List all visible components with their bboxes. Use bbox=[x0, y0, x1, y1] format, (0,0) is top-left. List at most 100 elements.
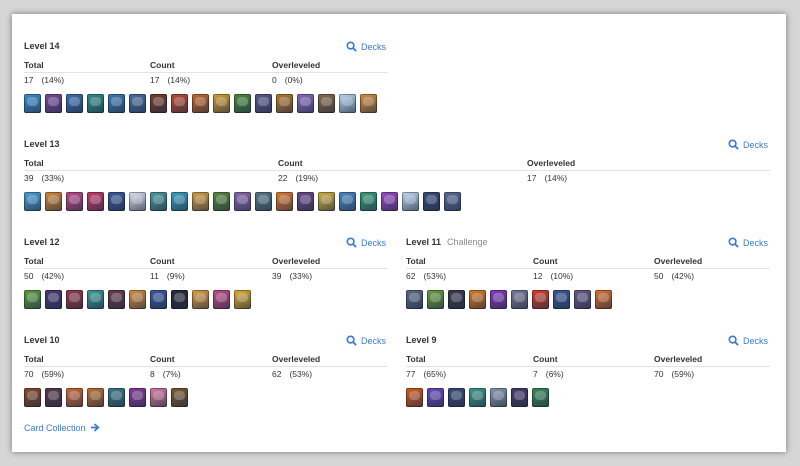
card-thumbnail[interactable] bbox=[448, 290, 465, 309]
card-thumbnail[interactable] bbox=[276, 94, 293, 113]
decks-link[interactable]: Decks bbox=[728, 335, 768, 346]
card-thumbnail[interactable] bbox=[511, 290, 528, 309]
card-thumbnail[interactable] bbox=[381, 192, 398, 211]
total-header: Total bbox=[24, 158, 44, 168]
count-header: Count bbox=[150, 354, 175, 364]
card-thumbnail[interactable] bbox=[360, 94, 377, 113]
card-thumbnail[interactable] bbox=[360, 192, 377, 211]
card-thumbnail[interactable] bbox=[234, 192, 251, 211]
card-thumbnail[interactable] bbox=[423, 192, 440, 211]
decks-link[interactable]: Decks bbox=[346, 335, 386, 346]
card-thumbnail[interactable] bbox=[532, 388, 549, 407]
card-thumbnail[interactable] bbox=[87, 388, 104, 407]
card-thumbnail[interactable] bbox=[87, 290, 104, 309]
card-thumbnail[interactable] bbox=[427, 388, 444, 407]
card-thumbnail[interactable] bbox=[45, 388, 62, 407]
decks-link[interactable]: Decks bbox=[346, 41, 386, 52]
card-thumbnail[interactable] bbox=[171, 388, 188, 407]
card-thumbnail[interactable] bbox=[276, 192, 293, 211]
card-thumbnail[interactable] bbox=[108, 290, 125, 309]
total-header: Total bbox=[406, 354, 426, 364]
card-thumbnail[interactable] bbox=[490, 388, 507, 407]
card-thumbnail[interactable] bbox=[171, 290, 188, 309]
total-value: 62(53%) bbox=[406, 271, 447, 281]
search-icon bbox=[346, 41, 357, 52]
total-value: 77(65%) bbox=[406, 369, 447, 379]
card-thumbnail[interactable] bbox=[129, 388, 146, 407]
card-thumbnail[interactable] bbox=[87, 192, 104, 211]
overleveled-header: Overleveled bbox=[654, 256, 703, 266]
card-thumbnail[interactable] bbox=[213, 290, 230, 309]
card-thumbnail[interactable] bbox=[490, 290, 507, 309]
decks-link[interactable]: Decks bbox=[728, 237, 768, 248]
card-thumbnail[interactable] bbox=[532, 290, 549, 309]
card-thumbnail[interactable] bbox=[297, 192, 314, 211]
card-thumbnail[interactable] bbox=[192, 290, 209, 309]
card-thumbnail[interactable] bbox=[469, 290, 486, 309]
arrow-right-icon bbox=[91, 423, 100, 432]
card-thumbnail[interactable] bbox=[511, 388, 528, 407]
card-thumbnail[interactable] bbox=[87, 94, 104, 113]
card-thumbnail[interactable] bbox=[171, 94, 188, 113]
card-thumbnail[interactable] bbox=[255, 94, 272, 113]
card-thumbnail[interactable] bbox=[339, 94, 356, 113]
card-row bbox=[24, 388, 188, 407]
card-thumbnail[interactable] bbox=[234, 94, 251, 113]
card-thumbnail[interactable] bbox=[213, 94, 230, 113]
card-thumbnail[interactable] bbox=[66, 388, 83, 407]
card-thumbnail[interactable] bbox=[255, 192, 272, 211]
card-thumbnail[interactable] bbox=[129, 94, 146, 113]
card-thumbnail[interactable] bbox=[45, 192, 62, 211]
card-thumbnail[interactable] bbox=[406, 290, 423, 309]
card-thumbnail[interactable] bbox=[402, 192, 419, 211]
card-thumbnail[interactable] bbox=[192, 192, 209, 211]
card-collection-link[interactable]: Card Collection bbox=[24, 423, 100, 433]
card-thumbnail[interactable] bbox=[108, 192, 125, 211]
card-thumbnail[interactable] bbox=[24, 388, 41, 407]
card-thumbnail[interactable] bbox=[192, 94, 209, 113]
card-thumbnail[interactable] bbox=[66, 290, 83, 309]
card-thumbnail[interactable] bbox=[108, 94, 125, 113]
player-cards-panel: Level 14 Decks Total Count Overleveled 1… bbox=[12, 14, 786, 452]
card-thumbnail[interactable] bbox=[595, 290, 612, 309]
decks-link[interactable]: Decks bbox=[728, 139, 768, 150]
card-thumbnail[interactable] bbox=[234, 290, 251, 309]
card-thumbnail[interactable] bbox=[45, 290, 62, 309]
section-title: Level 14 bbox=[24, 41, 60, 51]
card-thumbnail[interactable] bbox=[150, 192, 167, 211]
card-row bbox=[406, 388, 549, 407]
card-thumbnail[interactable] bbox=[406, 388, 423, 407]
decks-link[interactable]: Decks bbox=[346, 237, 386, 248]
level-13-section: Level 13 Decks Total Count Overleveled 3… bbox=[24, 139, 770, 225]
overleveled-header: Overleveled bbox=[272, 354, 321, 364]
card-thumbnail[interactable] bbox=[574, 290, 591, 309]
card-thumbnail[interactable] bbox=[129, 192, 146, 211]
card-thumbnail[interactable] bbox=[553, 290, 570, 309]
card-thumbnail[interactable] bbox=[339, 192, 356, 211]
card-thumbnail[interactable] bbox=[448, 388, 465, 407]
overleveled-value: 70(59%) bbox=[654, 369, 695, 379]
card-thumbnail[interactable] bbox=[45, 94, 62, 113]
count-header: Count bbox=[533, 256, 558, 266]
card-thumbnail[interactable] bbox=[150, 290, 167, 309]
card-thumbnail[interactable] bbox=[108, 388, 125, 407]
search-icon bbox=[346, 335, 357, 346]
card-thumbnail[interactable] bbox=[66, 192, 83, 211]
card-thumbnail[interactable] bbox=[213, 192, 230, 211]
card-thumbnail[interactable] bbox=[444, 192, 461, 211]
card-thumbnail[interactable] bbox=[24, 290, 41, 309]
card-thumbnail[interactable] bbox=[24, 192, 41, 211]
card-thumbnail[interactable] bbox=[129, 290, 146, 309]
count-header: Count bbox=[533, 354, 558, 364]
card-thumbnail[interactable] bbox=[297, 94, 314, 113]
card-thumbnail[interactable] bbox=[66, 94, 83, 113]
card-thumbnail[interactable] bbox=[318, 192, 335, 211]
card-thumbnail[interactable] bbox=[427, 290, 444, 309]
card-thumbnail[interactable] bbox=[150, 388, 167, 407]
card-thumbnail[interactable] bbox=[24, 94, 41, 113]
card-thumbnail[interactable] bbox=[171, 192, 188, 211]
card-thumbnail[interactable] bbox=[469, 388, 486, 407]
card-thumbnail[interactable] bbox=[150, 94, 167, 113]
overleveled-value: 62(53%) bbox=[272, 369, 313, 379]
card-thumbnail[interactable] bbox=[318, 94, 335, 113]
